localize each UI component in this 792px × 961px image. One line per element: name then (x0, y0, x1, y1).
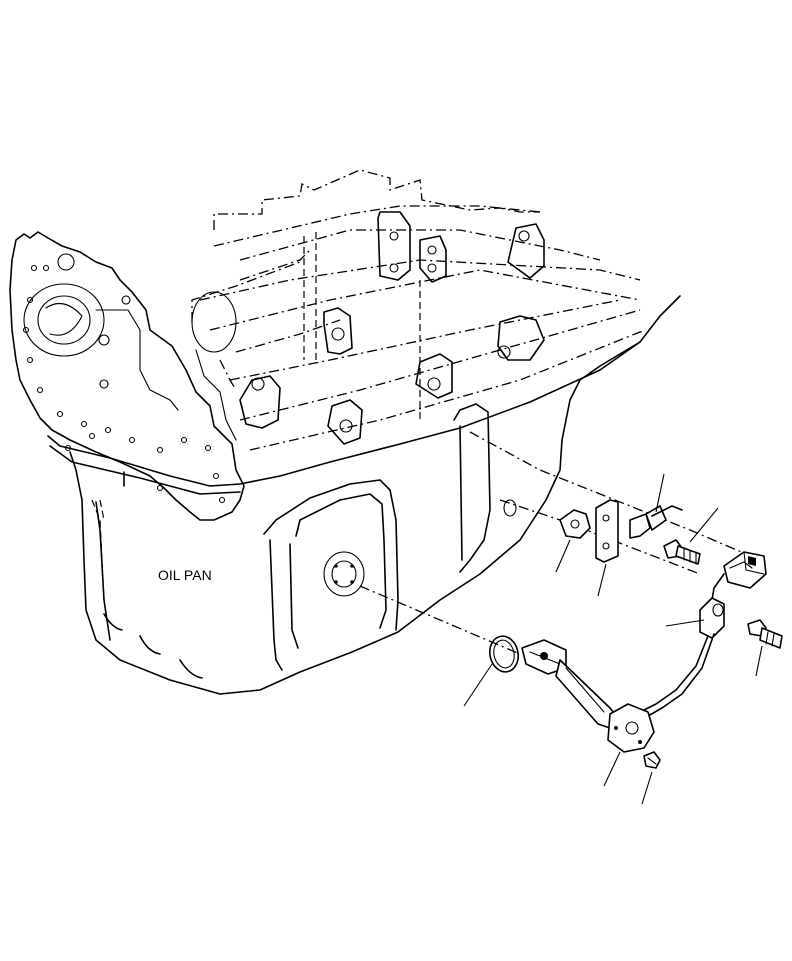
right-bolt (747, 619, 783, 649)
engine-block (9, 169, 681, 521)
sensor-wire (643, 633, 715, 717)
callout-leaders (463, 473, 763, 805)
oil-pan: OIL PAN (69, 341, 641, 695)
spacer-nut (559, 509, 591, 539)
o-ring (489, 635, 519, 673)
oil-level-sensor (521, 639, 655, 753)
sensor-connector (711, 551, 767, 601)
small-bolt (643, 751, 661, 769)
harness-clip (699, 597, 725, 639)
oil-pan-label: OIL PAN (158, 567, 212, 583)
mounting-plate (595, 499, 619, 563)
harness-clamp (629, 505, 683, 539)
upper-bolt (663, 539, 701, 565)
